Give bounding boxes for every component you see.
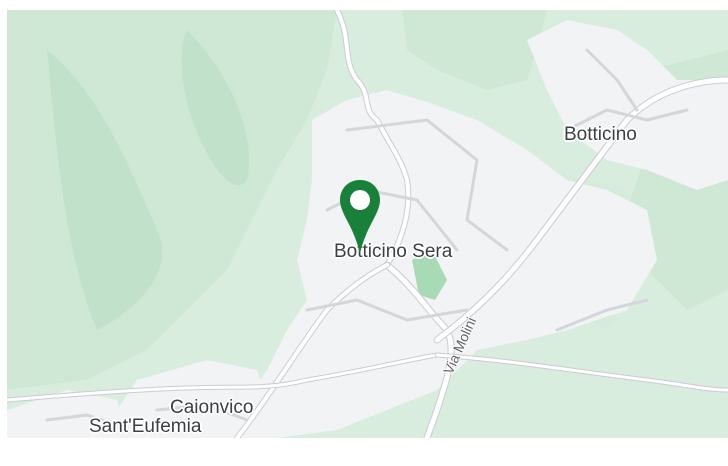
forest-ridge-west: [47, 50, 163, 330]
road-network: [7, 10, 728, 438]
place-label-botticino-sera[interactable]: Botticino Sera: [334, 241, 453, 262]
urban-area-botticino: [527, 20, 728, 190]
urban-area-botticino-sera: [237, 90, 657, 438]
urban-area-caionvico: [117, 360, 267, 438]
map-canvas[interactable]: Botticino Botticino Sera Caionvico Sant'…: [7, 10, 728, 438]
place-label-botticino[interactable]: Botticino: [564, 124, 637, 145]
map-terrain: [7, 10, 728, 438]
park-area: [412, 250, 447, 300]
place-label-sant-eufemia[interactable]: Sant'Eufemia: [89, 416, 202, 437]
forest-ridge-north: [181, 30, 249, 186]
place-label-caionvico[interactable]: Caionvico: [170, 397, 254, 418]
urban-area-sant-eufemia: [7, 390, 127, 438]
map-pin-icon[interactable]: [336, 176, 384, 258]
forest-area-north: [402, 10, 547, 90]
